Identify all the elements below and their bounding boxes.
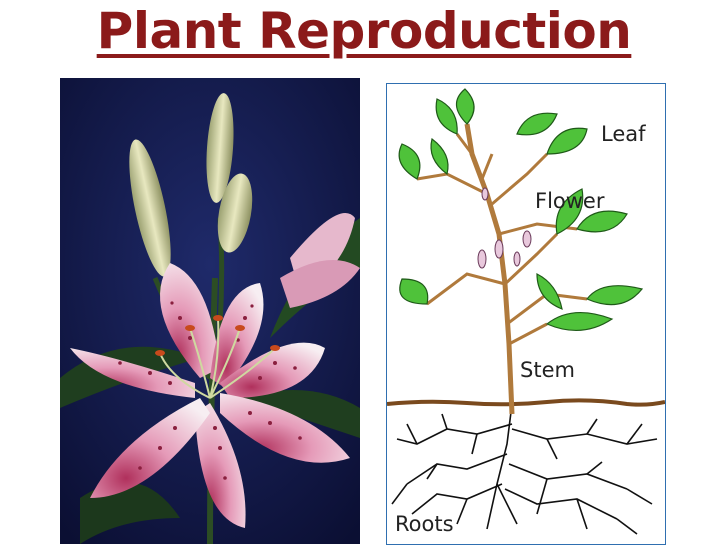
stem-drawing (464, 123, 515, 415)
lily-illustration (60, 78, 360, 544)
label-flower: Flower (535, 189, 605, 213)
label-leaf: Leaf (601, 122, 646, 146)
leaves-drawing (398, 88, 644, 332)
slide-title: Plant Reproduction (96, 2, 632, 60)
lily-photo (60, 78, 360, 544)
label-roots: Roots (395, 512, 454, 536)
plant-diagram: Leaf Flower Stem Roots (386, 83, 666, 545)
plant-drawing (387, 88, 665, 535)
roots-drawing (391, 403, 658, 535)
ground-line (387, 398, 665, 407)
label-stem: Stem (520, 358, 575, 382)
